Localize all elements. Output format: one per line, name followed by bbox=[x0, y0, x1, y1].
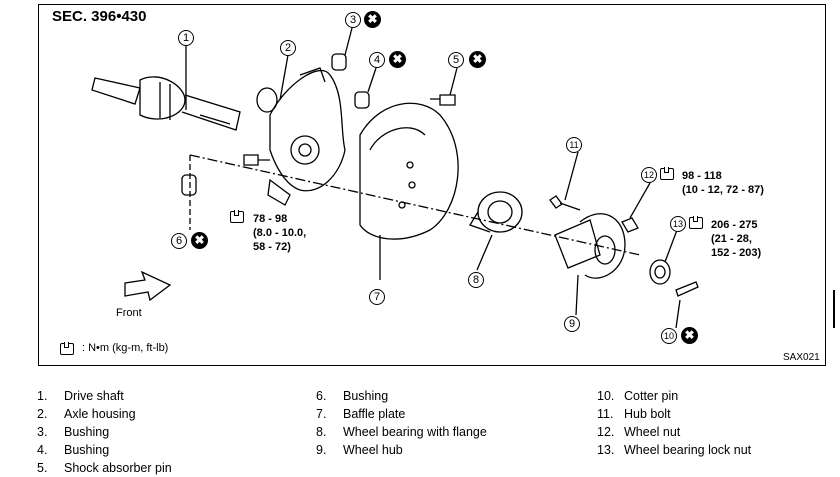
list-item: 13.Wheel bearing lock nut bbox=[597, 443, 752, 457]
torque-wrench-icon bbox=[689, 216, 703, 229]
diagram-code: SAX021 bbox=[783, 352, 820, 363]
drive-shaft-shape bbox=[91, 76, 241, 131]
front-label: Front bbox=[116, 307, 142, 319]
list-item: 2.Axle housing bbox=[37, 407, 136, 421]
callout-7: 7 bbox=[369, 289, 385, 305]
list-item: 6.Bushing bbox=[316, 389, 389, 403]
bushing-6-shape bbox=[181, 174, 197, 196]
callout-6: 6 bbox=[171, 233, 187, 249]
replace-icon: ✖ bbox=[389, 51, 406, 68]
wheel-hub-shape bbox=[554, 213, 626, 279]
torque-spec-lock-nut: 206 - 275 (21 - 28, 152 - 203) bbox=[711, 219, 762, 259]
replace-icon: ✖ bbox=[364, 11, 381, 28]
callout-8: 8 bbox=[468, 272, 484, 288]
torque-wrench-icon bbox=[230, 210, 244, 223]
list-item: 9.Wheel hub bbox=[316, 443, 403, 457]
list-item: 10.Cotter pin bbox=[597, 389, 679, 403]
parts-list-col3: 10.Cotter pin 11.Hub bolt 12.Wheel nut 1… bbox=[597, 387, 751, 459]
replace-icon: ✖ bbox=[469, 51, 486, 68]
wheel-bearing-shape bbox=[469, 191, 523, 233]
callout-12: 12 bbox=[641, 167, 657, 183]
list-item: 5.Shock absorber pin bbox=[37, 461, 172, 475]
callout-10: 10 bbox=[661, 328, 677, 344]
cotter-pin-shape bbox=[675, 281, 699, 297]
replace-icon: ✖ bbox=[681, 327, 698, 344]
callout-5: 5 bbox=[448, 52, 464, 68]
callout-3: 3 bbox=[345, 12, 361, 28]
list-item: 12.Wheel nut bbox=[597, 425, 681, 439]
knuckle-bolt-shape bbox=[243, 154, 270, 166]
callout-4: 4 bbox=[369, 52, 385, 68]
baffle-plate-shape bbox=[359, 102, 459, 240]
list-item: 8.Wheel bearing with flange bbox=[316, 425, 487, 439]
list-item: 1.Drive shaft bbox=[37, 389, 124, 403]
wheel-nut-shape bbox=[621, 217, 639, 233]
list-item: 4.Bushing bbox=[37, 443, 110, 457]
callout-1: 1 bbox=[178, 30, 194, 46]
shock-pin-shape bbox=[430, 94, 456, 106]
list-item: 11.Hub bolt bbox=[597, 407, 671, 421]
torque-spec-wheel-nut: 98 - 118 (10 - 12, 72 - 87) bbox=[682, 170, 764, 196]
callout-11: 11 bbox=[566, 137, 582, 153]
torque-wrench-icon bbox=[660, 167, 674, 180]
center-axis-line bbox=[189, 154, 641, 256]
callout-2: 2 bbox=[280, 40, 296, 56]
axle-housing-shape bbox=[256, 67, 346, 206]
legend-text: : N•m (kg-m, ft-lb) bbox=[82, 342, 169, 354]
callout-13: 13 bbox=[670, 216, 686, 232]
callout-9: 9 bbox=[564, 316, 580, 332]
parts-list-col2: 6.Bushing 7.Baffle plate 8.Wheel bearing… bbox=[316, 387, 487, 459]
torque-spec-knuckle: 78 - 98 (8.0 - 10.0, 58 - 72) bbox=[253, 213, 307, 253]
front-arrow-icon bbox=[124, 270, 172, 302]
section-title: SEC. 396•430 bbox=[52, 8, 147, 25]
bushing-3-shape bbox=[331, 53, 347, 71]
frame-edge-mark bbox=[833, 290, 835, 328]
hub-bolt-shape bbox=[549, 195, 581, 211]
torque-wrench-icon bbox=[60, 342, 74, 355]
parts-list-col1: 1.Drive shaft 2.Axle housing 3.Bushing 4… bbox=[37, 387, 172, 477]
bushing-4-shape bbox=[354, 91, 370, 109]
diagram-frame bbox=[38, 4, 826, 366]
lock-nut-shape bbox=[649, 259, 671, 285]
list-item: 3.Bushing bbox=[37, 425, 110, 439]
list-item: 7.Baffle plate bbox=[316, 407, 406, 421]
replace-icon: ✖ bbox=[191, 232, 208, 249]
